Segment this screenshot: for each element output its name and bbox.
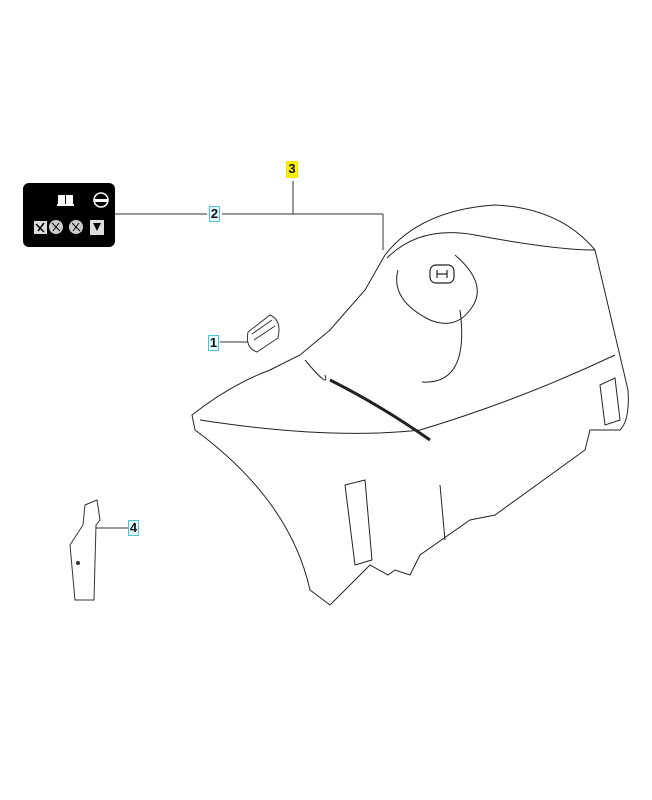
ear-protection-icon [93, 192, 109, 208]
warning-icons [34, 220, 104, 235]
callout-1[interactable]: 1 [208, 335, 219, 351]
heat-shield-part[interactable] [69, 499, 101, 601]
callout-3[interactable]: 3 [286, 161, 298, 178]
leader-lines [96, 181, 384, 529]
brand-logo-icon [429, 264, 455, 284]
callout-4[interactable]: 4 [128, 520, 139, 536]
cylinder-cover-part[interactable] [191, 204, 629, 606]
callout-2[interactable]: 2 [209, 206, 220, 222]
book-icon [57, 195, 74, 206]
grommet-part[interactable] [246, 314, 280, 353]
decal-part[interactable] [23, 183, 115, 247]
